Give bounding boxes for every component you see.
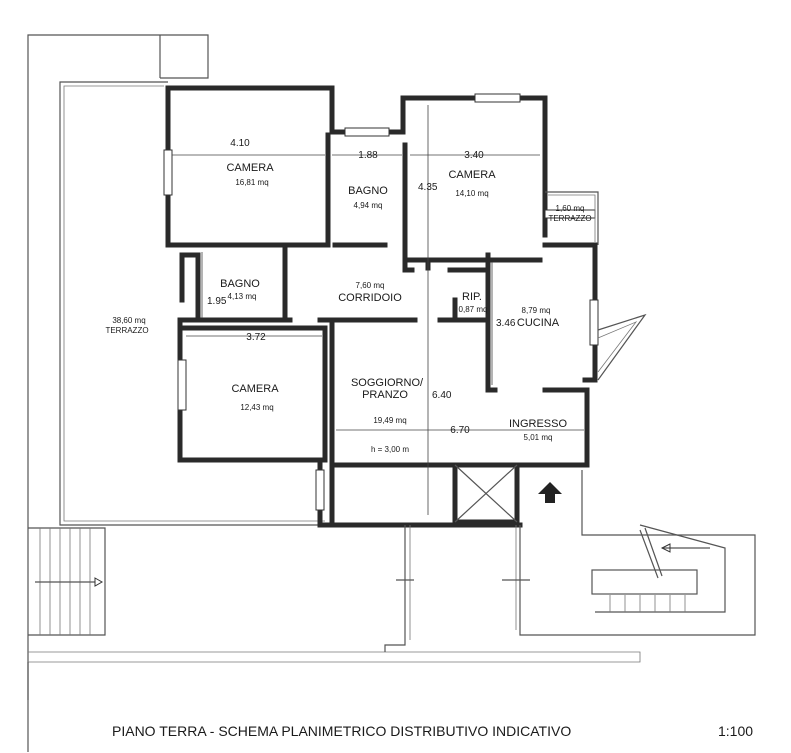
site-boundary (27, 34, 641, 752)
dim-camera-1-width: 4.10 (230, 138, 250, 149)
kitchen-balcony (597, 313, 647, 381)
room-area-bagno-2: 4,13 mq (228, 292, 257, 301)
interior-walls (177, 132, 590, 528)
plan-caption-title: PIANO TERRA - SCHEMA PLANIMETRICO DISTRI… (112, 723, 572, 739)
lower-common-area (384, 470, 756, 652)
room-label-corridoio: CORRIDOIO (338, 292, 402, 304)
room-label-cucina: CUCINA (517, 317, 560, 329)
room-area-camera-2: 14,10 mq (455, 189, 488, 198)
room-area-bagno-1: 4,94 mq (354, 201, 383, 210)
dim-camera-2-width: 3.40 (464, 150, 484, 161)
dim-bagno-2-depth: 1.95 (207, 296, 227, 307)
room-label-bagno-2: BAGNO (220, 278, 260, 290)
room-area-camera-3: 12,43 mq (240, 403, 273, 412)
dim-soggiorno-width: 6.70 (450, 425, 470, 436)
small-terrace (545, 191, 599, 245)
dim-camera-3-width: 3.72 (246, 332, 266, 343)
room-label-terrazzo-small: TERRAZZO (548, 214, 591, 223)
plan-scale-label: 1:100 (718, 723, 754, 739)
room-label-bagno-1: BAGNO (348, 185, 388, 197)
room-area-corridoio: 7,60 mq (356, 281, 385, 290)
room-label-ingresso: INGRESSO (509, 418, 568, 430)
room-label-pranzo: PRANZO (362, 389, 408, 401)
room-area-soggiorno: 19,49 mq (373, 416, 406, 425)
dim-soggiorno-depth: 6.40 (432, 390, 452, 401)
entrance-arrow-icon (538, 482, 562, 503)
dim-camera-2-depth: 4.35 (418, 182, 438, 193)
stairs-right (591, 524, 726, 613)
room-label-camera-2: CAMERA (448, 169, 496, 181)
stairs-left (28, 527, 106, 636)
room-area-cucina: 8,79 mq (522, 306, 551, 315)
elevator-shaft (452, 462, 520, 525)
dimension-lines (172, 105, 584, 515)
room-label-ripostiglio: RIP. (462, 291, 482, 303)
room-label-terrazzo-large: TERRAZZO (105, 326, 148, 335)
room-area-terrazzo-small: 1,60 mq (556, 204, 585, 213)
room-area-ripostiglio: 0,87 mq (459, 305, 488, 314)
room-label-camera-1: CAMERA (226, 162, 274, 174)
room-label-camera-3: CAMERA (231, 383, 279, 395)
dim-bagno-1-width: 1.88 (358, 150, 378, 161)
room-area-camera-1: 16,81 mq (235, 178, 268, 187)
room-area-terrazzo-large: 38,60 mq (112, 316, 145, 325)
terrace-outline (59, 81, 325, 526)
room-height-soggiorno: h = 3,00 m (371, 445, 409, 454)
dim-cucina-depth: 3.46 (496, 318, 516, 329)
room-label-soggiorno: SOGGIORNO/ (351, 377, 424, 389)
room-area-ingresso: 5,01 mq (524, 433, 553, 442)
